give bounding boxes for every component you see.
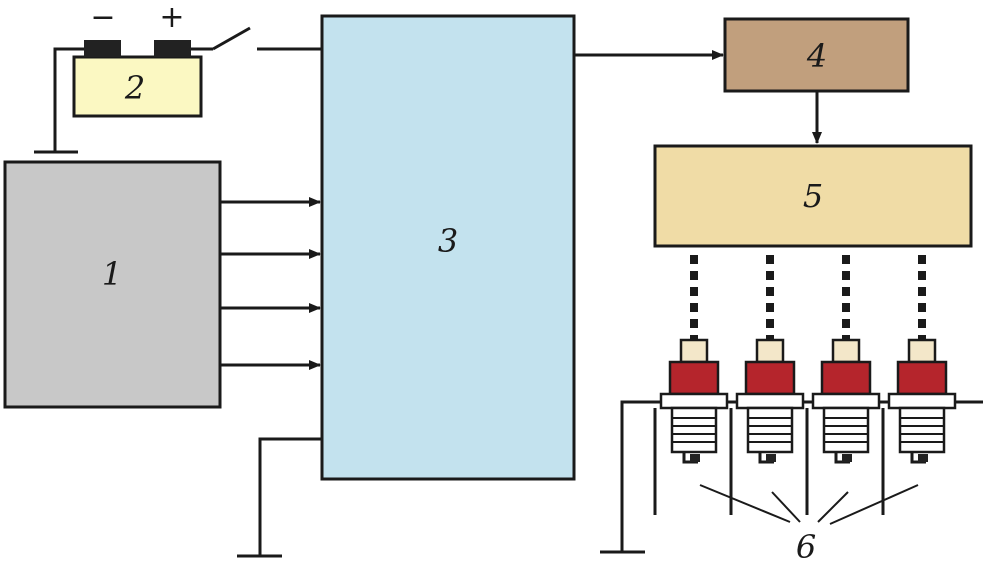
switch-contact [212,26,251,51]
block-2-label: 2 [124,69,145,107]
block-4-label: 4 [806,37,827,75]
plus-sign: + [159,0,184,35]
spark-plug-2 [735,338,805,464]
plugs-label: 6 [796,528,816,566]
block-5-label: 5 [803,177,823,215]
minus-sign: − [90,0,115,35]
battery: − + 2 [72,0,203,118]
sensor-block: 1 [3,160,222,409]
block-4-box [723,17,910,93]
controller-ground-wire [258,437,322,556]
leader-line-3 [817,491,849,523]
spark-plug-1 [659,338,729,464]
block-5-box [653,144,973,248]
block-4: 4 [723,17,910,93]
battery-ground-wire [53,47,84,152]
battery-positive-terminal [154,40,191,57]
spark-plug-3 [811,338,881,464]
battery-negative-terminal [84,40,121,57]
block-3-label: 3 [438,222,458,260]
block-5: 5 [653,144,973,248]
block-1-box [3,160,222,409]
block-1-label: 1 [102,255,122,293]
spark-plug-4 [887,338,957,464]
leader-line-4 [829,484,919,525]
block-3-box [320,14,576,481]
leader-line-2 [771,491,801,523]
leader-line-1 [699,484,791,523]
control-unit: 3 [320,14,576,481]
battery-body [72,55,203,118]
